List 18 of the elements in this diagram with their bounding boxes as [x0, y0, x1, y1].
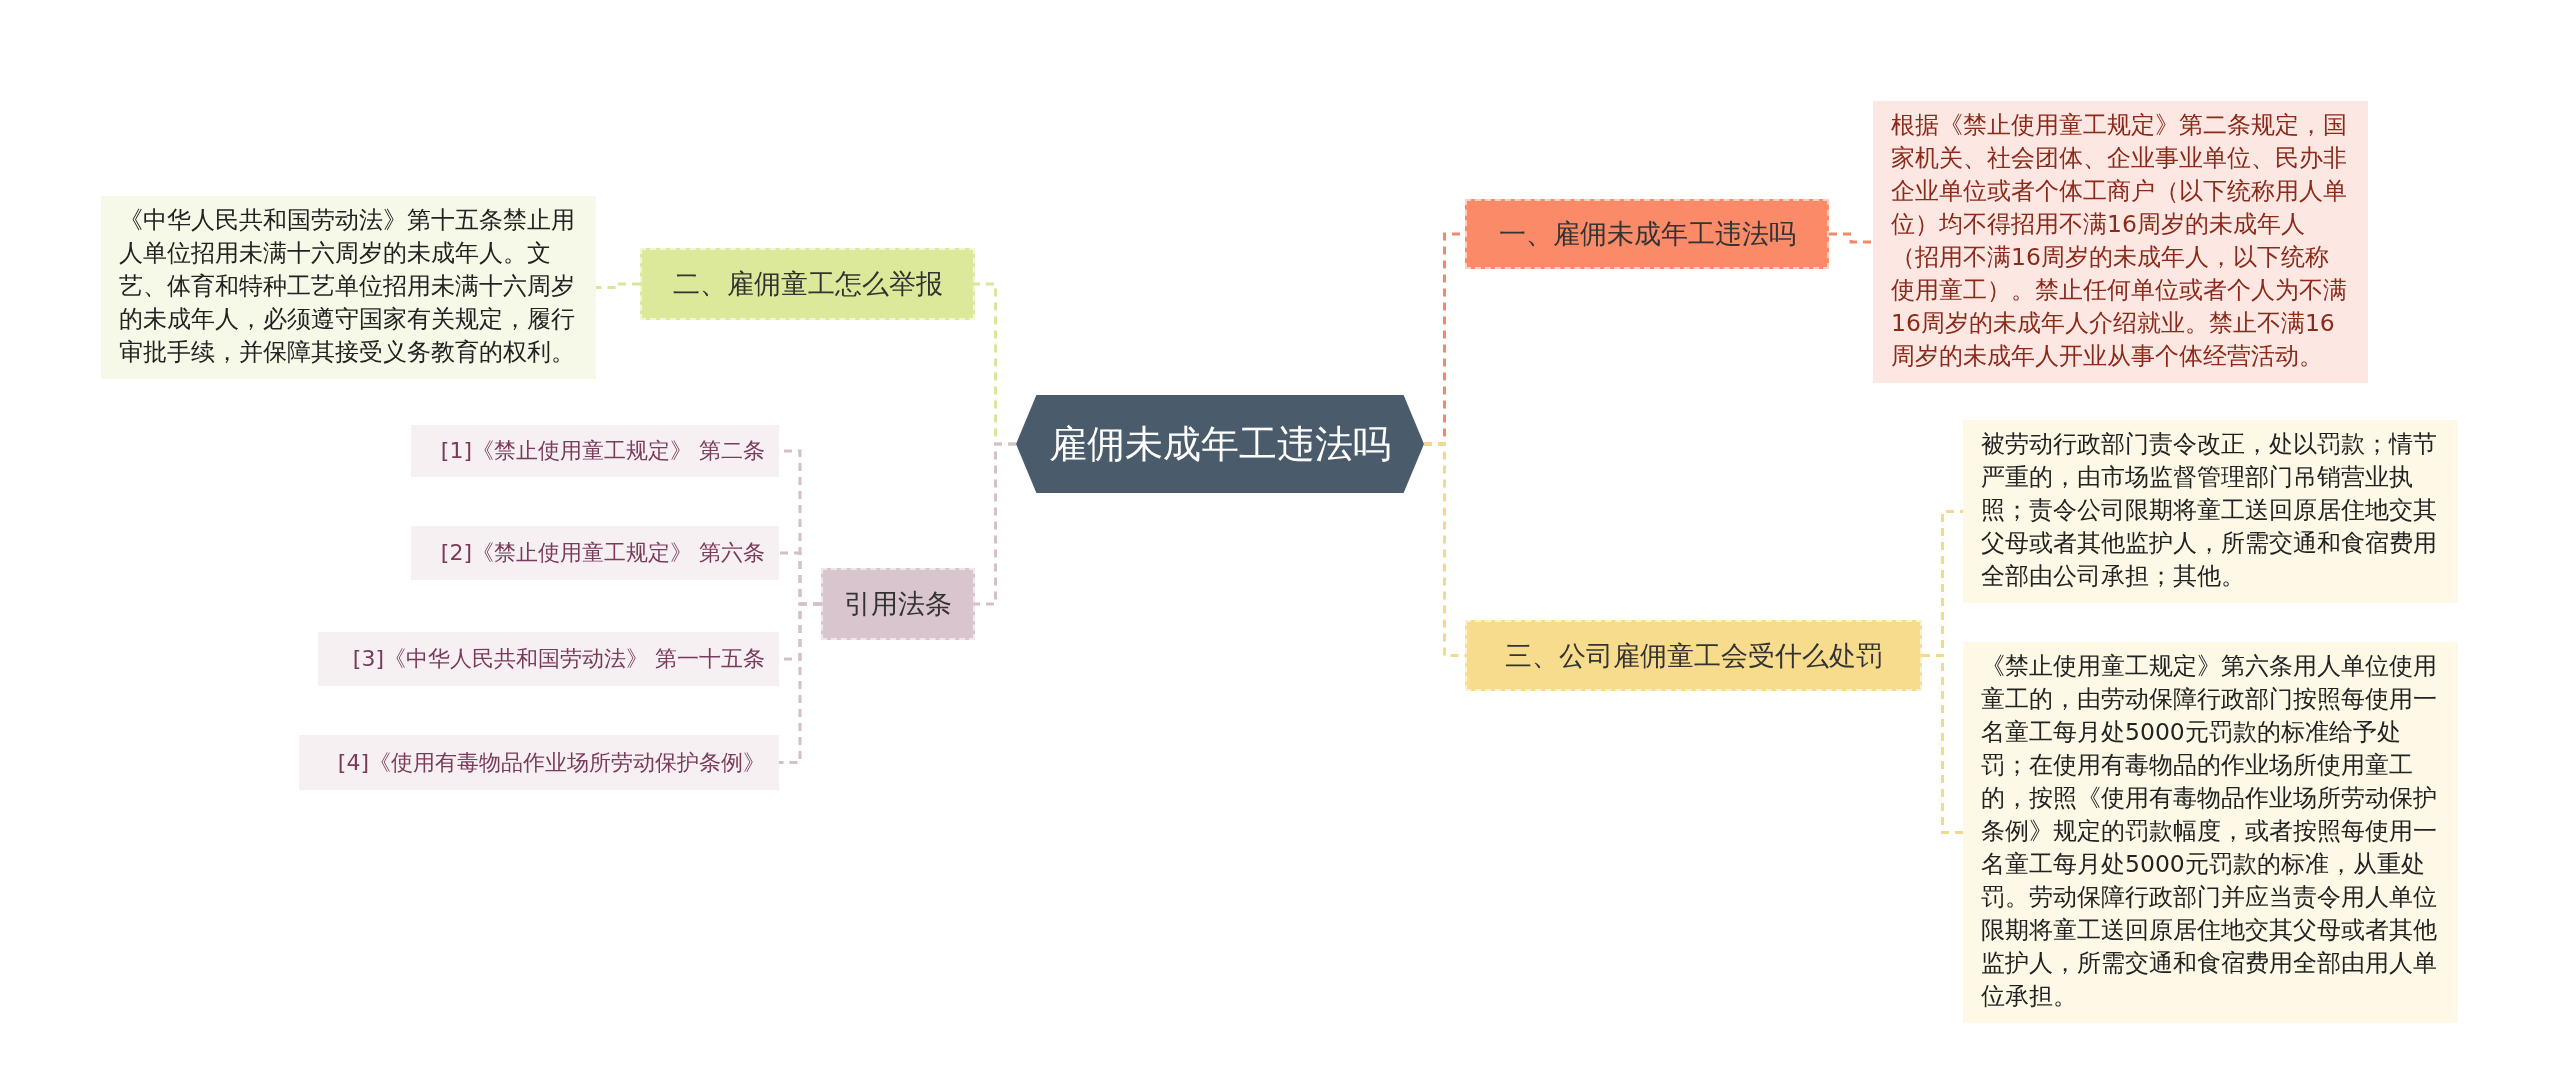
note-card: 根据《禁止使用童工规定》第二条规定，国家机关、社会团体、企业事业单位、民办非企业单位或者个体工商户（以下统称用人单位）均不得招用不满16周岁的未成年人（招用不满16周岁的未成年人，以下统称使用童工）。禁止任何单位或者个人为不满16周岁的未成年人介绍就业。禁止不满16周岁的未成年人开业从事个体经营活动。 — [1873, 101, 2368, 383]
topic-box: 三、公司雇佣童工会受什么处罚 — [1465, 620, 1922, 691]
topic-box: 二、雇佣童工怎么举报 — [640, 248, 975, 320]
topic-box: 一、雇佣未成年工违法吗 — [1465, 199, 1829, 269]
reference-item: [1]《禁止使用童工规定》 第二条 — [411, 425, 779, 477]
reference-item: [2]《禁止使用童工规定》 第六条 — [411, 526, 779, 580]
connector-line — [779, 602, 821, 764]
topic-box: 引用法条 — [821, 568, 975, 640]
connector-line — [1829, 232, 1873, 244]
reference-item: [4]《使用有毒物品作业场所劳动保护条例》 — [299, 735, 779, 790]
connector-line — [975, 442, 1016, 606]
reference-item: [3]《中华人民共和国劳动法》 第一十五条 — [318, 632, 779, 686]
note-card: 被劳动行政部门责令改正，处以罚款；情节严重的，由市场监督管理部门吊销营业执照；责令公司限期将童工送回原居住地交其父母或者其他监护人，所需交通和食宿费用全部由公司承担；其他。 — [1963, 420, 2458, 603]
note-card: 《禁止使用童工规定》第六条用人单位使用童工的，由劳动保障行政部门按照每使用一名童工每月处5000元罚款的标准给予处罚；在使用有毒物品的作业场所使用童工的，按照《使用有毒物品作业场所劳动保护条例》规定的罚款幅度，或者按照每使用一名童工每月处5000元罚款的标准，从重处罚。劳动保障行政部门并应当责令用人单位限期将童工送回原居住地交其父母或者其他监护人，所需交通和食宿费用全部由用人单位承担。 — [1963, 642, 2458, 1023]
connector-line — [1922, 654, 1963, 834]
note-card: 《中华人民共和国劳动法》第十五条禁止用人单位招用未满十六周岁的未成年人。文艺、体育和特种工艺单位招用未满十六周岁的未成年人，必须遵守国家有关规定，履行审批手续，并保障其接受义务教育的权利。 — [101, 196, 596, 379]
central-topic: 雇佣未成年工违法吗 — [1016, 395, 1424, 493]
connector-line — [596, 282, 640, 289]
